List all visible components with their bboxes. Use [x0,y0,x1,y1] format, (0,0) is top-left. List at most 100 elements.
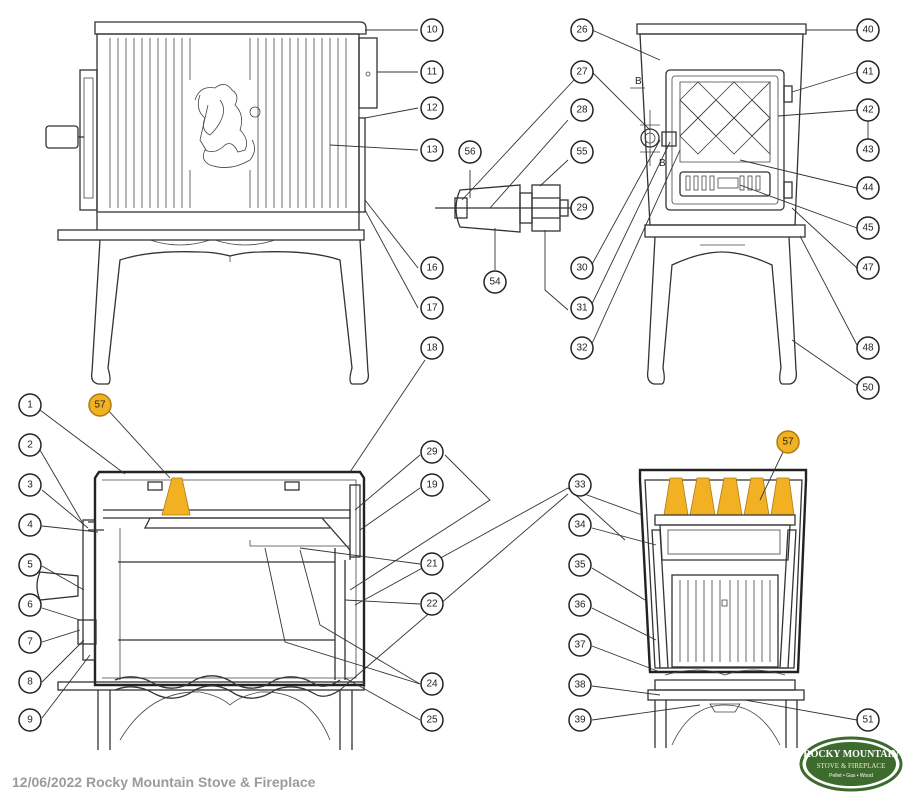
front-section-view [638,468,808,748]
callout-number: 35 [574,560,586,571]
callout-bubble [856,60,880,84]
callout-bubble [568,553,592,577]
logo-line1: ROCKY MOUNTAIN [803,749,899,760]
callout-number: 55 [576,147,588,158]
callout-bubble [18,433,42,457]
callout-bubble [420,708,444,732]
callout-bubble [568,513,592,537]
callout-bubble [568,673,592,697]
callout-number: 26 [576,25,588,36]
callout-bubble [856,376,880,400]
callout-bubble [420,336,444,360]
callout-labels: 1011121316175627262855295430313240414243… [18,18,880,732]
callout-bubble [420,256,444,280]
callout-bubble [570,296,594,320]
callout-number: 38 [574,680,586,691]
baffle-brick-57-left [161,477,191,516]
callout-number: 5 [27,560,33,571]
callout-bubble [570,98,594,122]
logo-line3: Pellet • Gas • Wood [829,773,873,779]
callout-number: 16 [426,263,438,274]
logo-line2: STOVE & FIREPLACE [817,762,886,770]
callout-bubble [18,670,42,694]
callout-bubble [568,708,592,732]
callout-number: 12 [426,103,438,114]
callout-bubble [18,473,42,497]
callout-bubble [18,553,42,577]
callout-bubble [420,18,444,42]
front-elevation-view [636,23,807,385]
callout-bubble [458,140,482,164]
callout-number: 3 [27,480,33,491]
callout-bubble [570,196,594,220]
callout-bubble [570,336,594,360]
callout-number: 33 [574,480,586,491]
callout-bubble [856,98,880,122]
callout-number: 56 [464,147,476,158]
callout-bubble [776,430,800,454]
callout-bubble [856,138,880,162]
callout-number: 18 [426,343,438,354]
callout-bubble [856,176,880,200]
callout-bubble [570,140,594,164]
callout-bubble [18,593,42,617]
callout-number: 40 [862,25,874,36]
section-mark-top: B [635,76,642,87]
callout-bubble [420,592,444,616]
callout-bubble [570,60,594,84]
callout-bubble [420,672,444,696]
callout-bubble [18,513,42,537]
callout-number: 2 [27,440,33,451]
callout-number: 47 [862,263,874,274]
callout-number: 51 [862,715,874,726]
callout-bubble [18,708,42,732]
callout-bubble [570,18,594,42]
callout-bubble [568,593,592,617]
callout-bubble [18,393,42,417]
callout-number: 39 [574,715,586,726]
callout-number: 6 [27,600,33,611]
callout-number: 32 [576,343,588,354]
callout-number: 30 [576,263,588,274]
callout-bubble [856,216,880,240]
callout-number: 19 [426,480,438,491]
callout-number: 57 [94,400,106,411]
section-mark-bottom: B [659,158,666,169]
callout-number: 25 [426,715,438,726]
leader-lines [39,29,869,721]
callout-number: 28 [576,105,588,116]
callout-bubble [420,138,444,162]
callout-bubble [420,60,444,84]
callout-number: 27 [576,67,588,78]
callout-number: 36 [574,600,586,611]
callout-number: 29 [576,203,588,214]
callout-bubble [568,633,592,657]
callout-bubble [420,440,444,464]
callout-number: 41 [862,67,874,78]
callout-number: 45 [862,223,874,234]
callout-bubble [856,256,880,280]
callout-bubble [420,296,444,320]
footer-text: 12/06/2022 Rocky Mountain Stove & Firepl… [12,774,316,790]
callout-number: 44 [862,183,874,194]
callout-bubble [570,256,594,280]
callout-bubble [88,393,112,417]
callout-number: 11 [427,67,438,78]
callout-bubble [18,630,42,654]
callout-number: 42 [862,105,874,116]
callout-number: 21 [426,559,438,570]
lion-emblem-icon [194,84,261,168]
callout-number: 34 [574,520,586,531]
callout-bubble [420,473,444,497]
callout-number: 7 [27,637,33,648]
callout-number: 29 [426,447,438,458]
callout-number: 57 [782,437,794,448]
callout-bubble [856,336,880,360]
callout-bubble [420,552,444,576]
callout-number: 24 [426,679,438,690]
callout-number: 1 [27,400,33,411]
callout-number: 54 [489,277,501,288]
callout-number: 37 [574,640,586,651]
callout-bubble [483,270,507,294]
